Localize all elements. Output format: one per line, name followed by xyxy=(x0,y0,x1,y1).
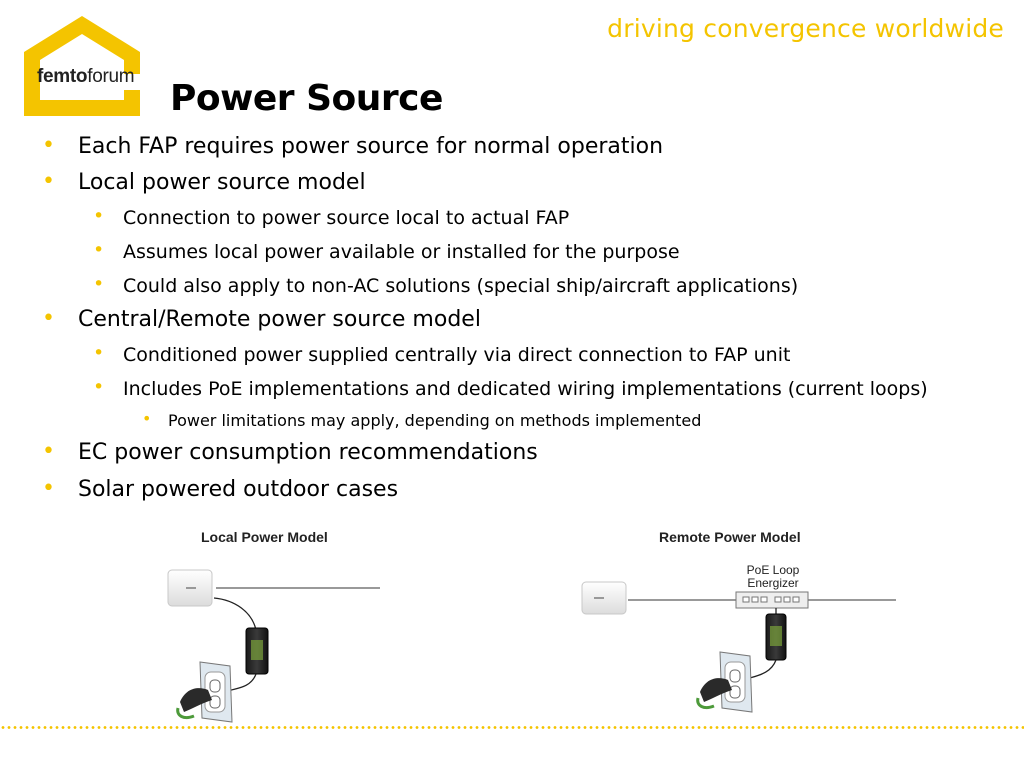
bullet-item: •Local power source model xyxy=(42,169,366,195)
remote-power-model-label: Remote Power Model xyxy=(659,529,801,545)
bullet-dot: • xyxy=(93,239,105,261)
bullet-dot: • xyxy=(42,476,55,501)
bullet-item: •Each FAP requires power source for norm… xyxy=(42,133,664,159)
bullet-dot: • xyxy=(42,439,55,464)
bullet-dot: • xyxy=(93,205,105,227)
bullet-dot: • xyxy=(93,342,105,364)
local-wall-outlet-icon xyxy=(176,661,233,723)
bullet-item: •Assumes local power available or instal… xyxy=(93,239,680,263)
bullet-item: •Could also apply to non-AC solutions (s… xyxy=(93,273,799,297)
bullet-item: •Conditioned power supplied centrally vi… xyxy=(93,342,791,366)
femtoforum-logo xyxy=(24,16,140,116)
bullet-dot: • xyxy=(42,169,55,194)
bullet-item: •EC power consumption recommendations xyxy=(42,439,538,465)
poe-energizer-icon xyxy=(735,591,809,609)
footer-dotted-divider xyxy=(0,726,1024,729)
remote-wall-outlet-icon xyxy=(696,651,753,713)
local-fap-unit-icon xyxy=(167,569,213,607)
bullet-item: •Central/Remote power source model xyxy=(42,306,481,332)
bullet-item: •Power limitations may apply, depending … xyxy=(142,409,702,430)
local-power-cable xyxy=(213,597,257,631)
house-icon xyxy=(24,16,140,116)
remote-fap-unit-icon xyxy=(581,581,627,615)
local-power-adapter-icon xyxy=(245,627,269,675)
bullet-dot: • xyxy=(142,409,152,428)
tagline: driving convergence worldwide xyxy=(607,14,1004,43)
local-power-model-label: Local Power Model xyxy=(201,529,328,545)
bullet-dot: • xyxy=(42,306,55,331)
poe-energizer-label: PoE Loop Energizer xyxy=(746,563,800,590)
logo-wordmark: femtoforum xyxy=(37,66,135,87)
remote-power-adapter-icon xyxy=(765,613,787,661)
bullet-dot: • xyxy=(42,133,55,158)
bullet-dot: • xyxy=(93,273,105,295)
bullet-item: •Solar powered outdoor cases xyxy=(42,476,399,502)
bullet-item: •Includes PoE implementations and dedica… xyxy=(93,376,928,400)
bullet-dot: • xyxy=(93,376,105,398)
bullet-item: •Connection to power source local to act… xyxy=(93,205,570,229)
slide-title: Power Source xyxy=(170,78,443,119)
